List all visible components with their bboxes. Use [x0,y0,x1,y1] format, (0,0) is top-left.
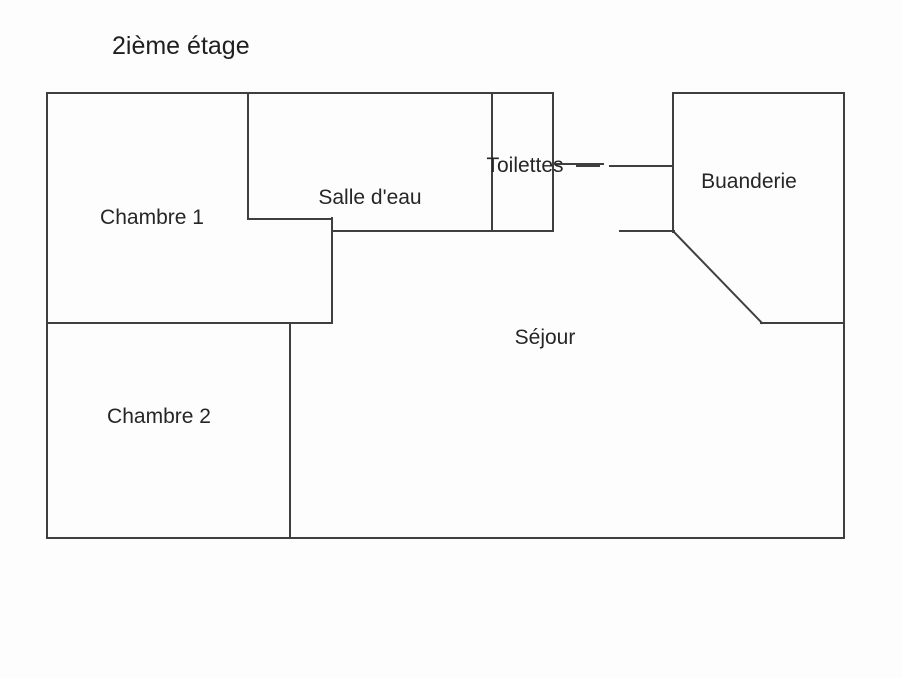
room-label-sejour: Séjour [515,326,576,349]
room-label-chambre-2: Chambre 2 [107,405,211,428]
room-label-salle-d-eau: Salle d'eau [318,186,421,209]
wall-buanderie-diagonal [671,229,764,325]
floor-title: 2ième étage [112,32,250,60]
room-label-toilettes: Toilettes [486,154,563,177]
room-label-chambre-1: Chambre 1 [100,206,204,229]
room-label-buanderie: Buanderie [701,170,797,193]
